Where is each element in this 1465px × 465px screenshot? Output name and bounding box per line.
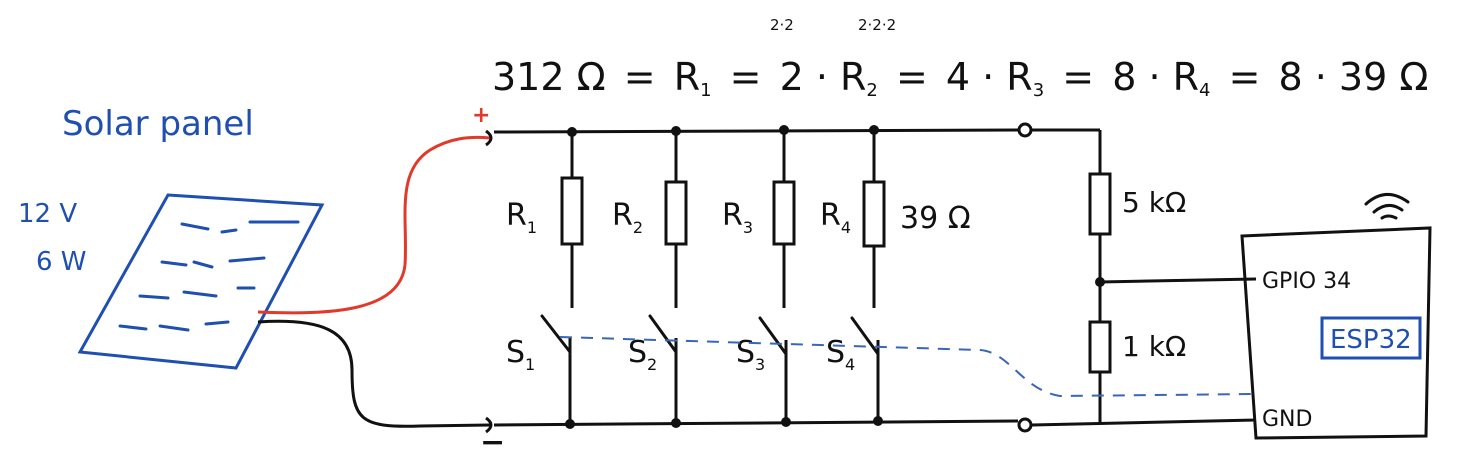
solar-panel-cells	[118, 220, 300, 332]
solar-panel-outline	[77, 193, 325, 370]
svg-text:312 Ω = R1 =: 312 Ω = R1 = 2 · R2 = 4 · R3 = 8 · R4 = …	[492, 55, 1428, 105]
solar-panel: Solar panel 12 V 6 W	[18, 104, 325, 370]
switch-4-label: S	[826, 335, 845, 370]
negative-wire	[257, 319, 491, 428]
esp32-outline	[1240, 226, 1432, 440]
switch-2	[648, 314, 678, 354]
branch-2: R2 S2	[612, 126, 688, 428]
resistance-equation: 312 Ω = R1 = 2 · R2 = 4 · R3 = 8 · R4 = …	[492, 16, 1428, 105]
resistor-3-label: R	[722, 198, 743, 233]
resistor-5k-label: 5 kΩ	[1122, 186, 1186, 219]
switch-control-line	[559, 336, 1257, 398]
esp32-board: GPIO 34 GND ESP32	[1240, 193, 1432, 440]
branch-1: R1 S1	[506, 127, 584, 429]
equation-note-b: 2·2·2	[858, 16, 896, 34]
equation-term-5: 8 · 39 Ω	[1279, 55, 1429, 99]
switch-3-label: S	[736, 335, 755, 370]
switch-2-label: S	[628, 335, 647, 370]
equation-lead: 312 Ω	[492, 55, 606, 99]
solar-panel-voltage: 12 V	[18, 199, 77, 229]
adc-wire	[1099, 277, 1257, 284]
bottom-rail-right	[1031, 418, 1257, 427]
resistor-1-label: R	[506, 198, 527, 233]
equation-term-1: R	[674, 55, 700, 99]
resistor-2	[664, 180, 688, 246]
positive-terminal-label: +	[472, 103, 490, 128]
svg-text:S1: S1	[506, 335, 535, 374]
equation-term-4: 8 · R	[1112, 55, 1199, 99]
switch-3	[758, 316, 788, 356]
resistor-2-label: R	[612, 198, 633, 233]
equation-term-3: 4 · R	[946, 55, 1033, 99]
resistor-1k-label: 1 kΩ	[1122, 330, 1186, 363]
svg-text:R4: R4	[820, 198, 851, 237]
esp32-pin-gpio34: GPIO 34	[1262, 269, 1351, 294]
negative-terminal	[485, 416, 493, 434]
resistor-5k	[1088, 172, 1112, 236]
wifi-icon	[1364, 193, 1410, 220]
esp32-name-box	[1320, 316, 1422, 360]
svg-text:S3: S3	[736, 335, 765, 374]
resistor-3	[772, 180, 796, 246]
voltage-divider: 5 kΩ 1 kΩ	[1088, 130, 1257, 424]
bottom-rail	[493, 419, 1019, 427]
branch-4: R4 39 Ω S4	[820, 125, 971, 426]
branch-3: R3 S3	[722, 125, 796, 427]
solar-panel-title: Solar panel	[62, 104, 254, 144]
equation-term-2: 2 · R	[780, 55, 867, 99]
switch-4	[850, 316, 880, 356]
svg-text:S4: S4	[826, 335, 855, 374]
switch-1	[540, 314, 572, 354]
resistor-4-label: R	[820, 198, 841, 233]
bottom-connector	[1017, 417, 1033, 433]
resistor-4-value: 39 Ω	[900, 201, 971, 236]
resistor-1k	[1088, 320, 1112, 374]
resistor-1	[560, 176, 584, 246]
solar-panel-power: 6 W	[36, 247, 87, 277]
switch-1-label: S	[506, 335, 525, 370]
positive-wire	[257, 135, 491, 315]
equation-note-a: 2·2	[770, 16, 794, 34]
positive-terminal	[485, 129, 493, 147]
top-rail	[493, 128, 1019, 134]
negative-terminal-label: −	[480, 425, 505, 460]
top-connector	[1017, 122, 1033, 138]
svg-text:R2: R2	[612, 198, 643, 237]
svg-text:R1: R1	[506, 198, 537, 237]
svg-text:R3: R3	[722, 198, 753, 237]
resistor-4	[862, 180, 886, 248]
esp32-name: ESP32	[1330, 325, 1412, 355]
svg-text:S2: S2	[628, 335, 657, 374]
esp32-pin-gnd: GND	[1262, 407, 1312, 432]
